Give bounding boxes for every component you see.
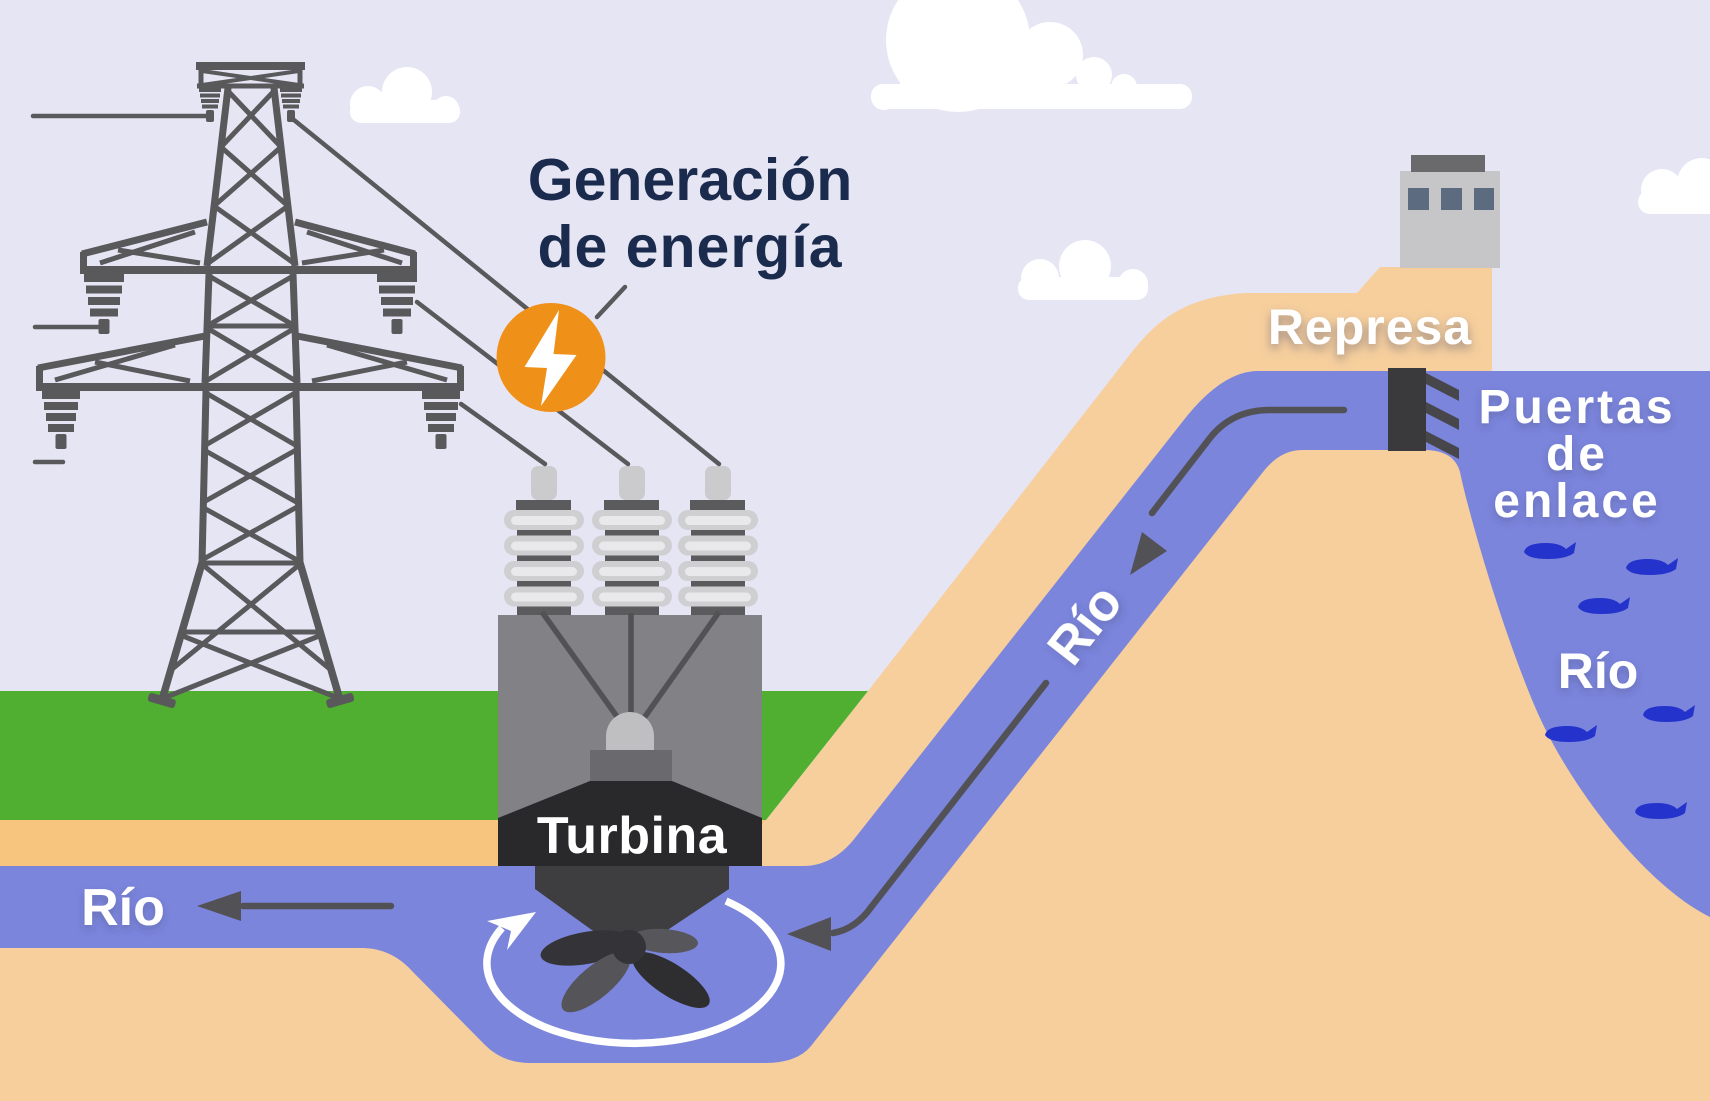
svg-text:de: de: [1546, 428, 1608, 481]
svg-text:Río: Río: [1558, 643, 1639, 699]
svg-text:Río: Río: [81, 879, 165, 937]
svg-text:Represa: Represa: [1268, 299, 1473, 355]
svg-text:de energía: de energía: [537, 214, 842, 280]
svg-text:Puertas: Puertas: [1478, 381, 1675, 434]
svg-text:Generación: Generación: [528, 147, 853, 213]
svg-text:Turbina: Turbina: [537, 807, 728, 865]
svg-text:enlace: enlace: [1493, 475, 1660, 528]
